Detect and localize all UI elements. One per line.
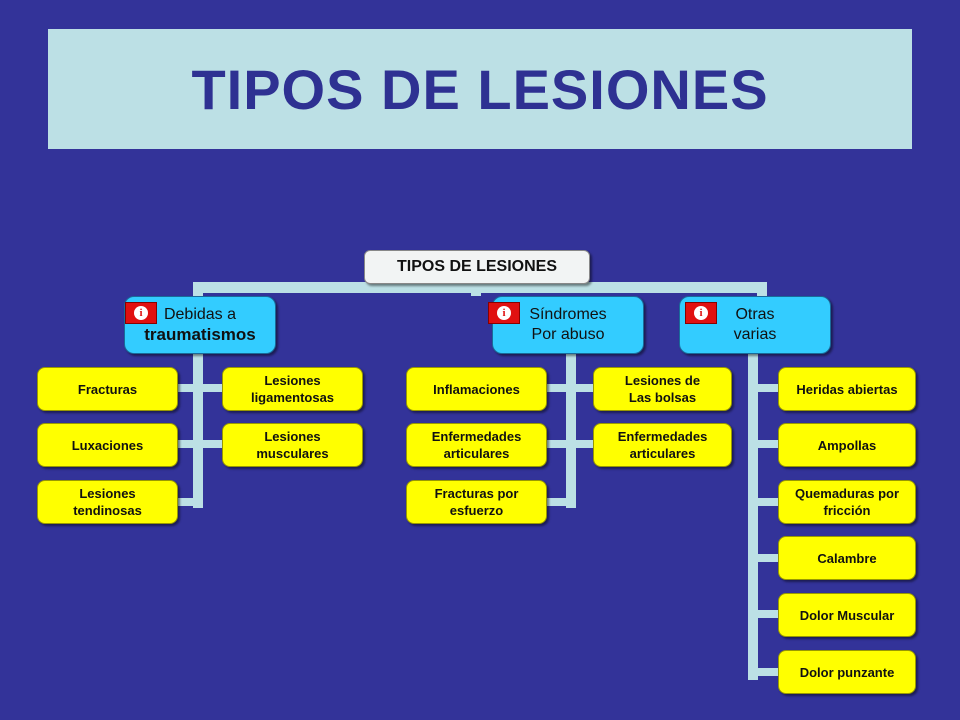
category-label: Debidas a [163, 306, 237, 323]
root-node: TIPOS DE LESIONES [364, 250, 590, 284]
info-button[interactable]: i [125, 302, 157, 324]
info-button[interactable]: i [685, 302, 717, 324]
leaf-label: Fracturas por esfuerzo [434, 486, 519, 518]
leaf-box: Lesiones tendinosas [37, 480, 178, 524]
leaf-box: Enfermedades articulares [593, 423, 732, 467]
root-label: TIPOS DE LESIONES [396, 258, 558, 275]
leaf-label: Lesiones tendinosas [73, 486, 142, 518]
leaf-box: Lesiones ligamentosas [222, 367, 363, 411]
leaf-box: Quemaduras por fricción [778, 480, 916, 524]
title-band: TIPOS DE LESIONES [48, 29, 912, 149]
leaf-box: Enfermedades articulares [406, 423, 547, 467]
category-label: Otras varias [733, 306, 777, 343]
leaf-label: Dolor punzante [799, 664, 895, 680]
leaf-box: Calambre [778, 536, 916, 580]
connector [193, 282, 767, 293]
connector [545, 498, 576, 506]
leaf-label: Luxaciones [71, 437, 144, 453]
info-icon: i [134, 306, 148, 320]
leaf-label: Lesiones musculares [256, 429, 329, 461]
leaf-label: Inflamaciones [433, 381, 520, 397]
connector [193, 352, 203, 508]
connector [748, 668, 778, 676]
connector [748, 554, 778, 562]
connector [545, 440, 593, 448]
leaf-box: Fracturas por esfuerzo [406, 480, 547, 524]
connector [748, 384, 778, 392]
connector [545, 384, 593, 392]
leaf-box: Fracturas [37, 367, 178, 411]
leaf-label: Heridas abiertas [796, 381, 898, 397]
leaf-label: Ampollas [817, 437, 877, 453]
connector [748, 352, 758, 680]
leaf-box: Inflamaciones [406, 367, 547, 411]
leaf-box: Luxaciones [37, 423, 178, 467]
leaf-label: Enfermedades articulares [617, 429, 708, 461]
connector [748, 610, 778, 618]
leaf-box: Ampollas [778, 423, 916, 467]
leaf-box: Heridas abiertas [778, 367, 916, 411]
leaf-label: Lesiones ligamentosas [250, 373, 335, 405]
leaf-label: Fracturas [77, 381, 138, 397]
leaf-label: Calambre [817, 550, 877, 566]
category-sindromes: Síndromes Por abuso [492, 296, 644, 354]
connector [193, 282, 203, 298]
slide-title: TIPOS DE LESIONES [191, 57, 769, 121]
category-label: Síndromes Por abuso [529, 306, 607, 343]
leaf-label: Quemaduras por fricción [794, 486, 900, 518]
connector [757, 282, 767, 298]
connector [748, 498, 778, 506]
connector [176, 440, 222, 448]
connector [176, 498, 203, 506]
connector [176, 384, 222, 392]
leaf-label: Lesiones de Las bolsas [624, 373, 701, 405]
leaf-label: Dolor Muscular [799, 607, 895, 623]
leaf-label: Enfermedades articulares [431, 429, 522, 461]
info-icon: i [497, 306, 511, 320]
leaf-box: Dolor punzante [778, 650, 916, 694]
leaf-box: Lesiones de Las bolsas [593, 367, 732, 411]
connector [566, 352, 576, 508]
leaf-box: Lesiones musculares [222, 423, 363, 467]
leaf-box: Dolor Muscular [778, 593, 916, 637]
info-button[interactable]: i [488, 302, 520, 324]
category-traumatismos: Debidas a traumatismos [124, 296, 276, 354]
category-label: traumatismos [144, 325, 256, 344]
connector [748, 440, 778, 448]
info-icon: i [694, 306, 708, 320]
